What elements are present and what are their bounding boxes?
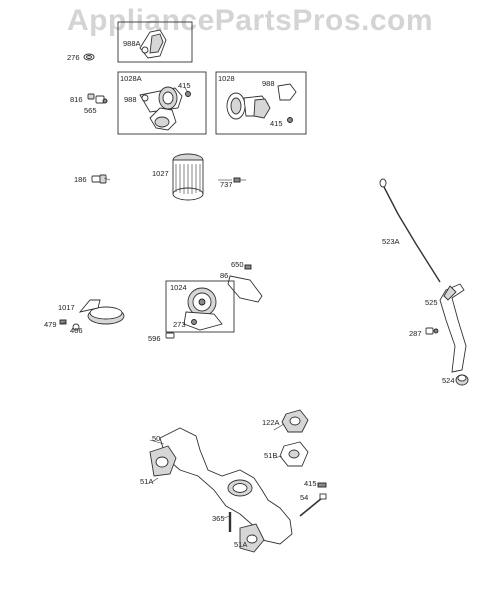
callout-1017: 1017 [58,303,75,312]
callout-1027: 1027 [152,169,169,178]
callout-988A: 988A [123,39,141,48]
group-box-988A [117,21,193,63]
callout-415-a: 415 [178,81,191,90]
callout-524: 524 [442,376,455,385]
part-276-illustration [83,53,95,61]
callout-51A-b: 51A [234,540,248,549]
watermark: AppliancePartsPros.com [66,4,434,37]
callout-596: 596 [148,334,161,343]
callout-988-b: 988 [262,79,275,88]
callout-122A: 122A [262,418,280,427]
callout-479: 479 [44,320,57,329]
part-186-illustration [91,174,107,184]
callout-365: 365 [212,514,225,523]
callout-816: 816 [70,95,83,104]
part-816-565-illustration [87,93,108,104]
part-596-illustration [165,332,175,339]
part-1028A-illustration [139,86,191,131]
part-988A-illustration [139,29,167,59]
callout-737: 737 [220,180,233,189]
callout-415-c: 415 [304,479,317,488]
group-box-1028 [215,71,307,135]
part-287-illustration [425,327,439,335]
group-box-1024 [165,280,235,333]
callout-273: 273 [173,320,186,329]
part-415-54-bolts [299,482,327,517]
callout-650: 650 [231,260,244,269]
part-1027-oil-filter [172,153,204,201]
callout-287: 287 [409,329,422,338]
part-51B-gasket [279,441,309,467]
callout-51B: 51B [264,451,278,460]
callout-565: 565 [84,106,97,115]
callout-525: 525 [425,298,438,307]
part-737-illustration [233,177,246,183]
part-1017-oil-pickup [78,299,125,325]
callout-50: 50 [152,434,161,443]
callout-988-a: 988 [124,95,137,104]
callout-1028: 1028 [218,74,235,83]
callout-86: 86 [220,271,229,280]
leader-415-a [184,87,189,93]
part-523A-dipstick [379,178,441,283]
part-524-cap [455,374,469,386]
part-650-illustration [244,264,252,270]
part-1028-illustration [226,83,297,123]
group-box-1028A [117,71,207,135]
part-1024-oil-pump [183,287,223,331]
callout-276: 276 [67,53,80,62]
part-525-dipstick-tube [439,283,467,373]
part-86-cover [227,275,263,303]
callout-1028A: 1028A [120,74,142,83]
callout-523A: 523A [382,237,400,246]
callout-415-b: 415 [270,119,283,128]
callout-466: 466 [70,326,83,335]
part-122A-spacer [281,409,309,433]
callout-54: 54 [300,493,309,502]
callout-1024: 1024 [170,283,187,292]
callout-186: 186 [74,175,87,184]
part-50-intake-manifold [149,427,293,553]
callout-51A-a: 51A [140,477,154,486]
